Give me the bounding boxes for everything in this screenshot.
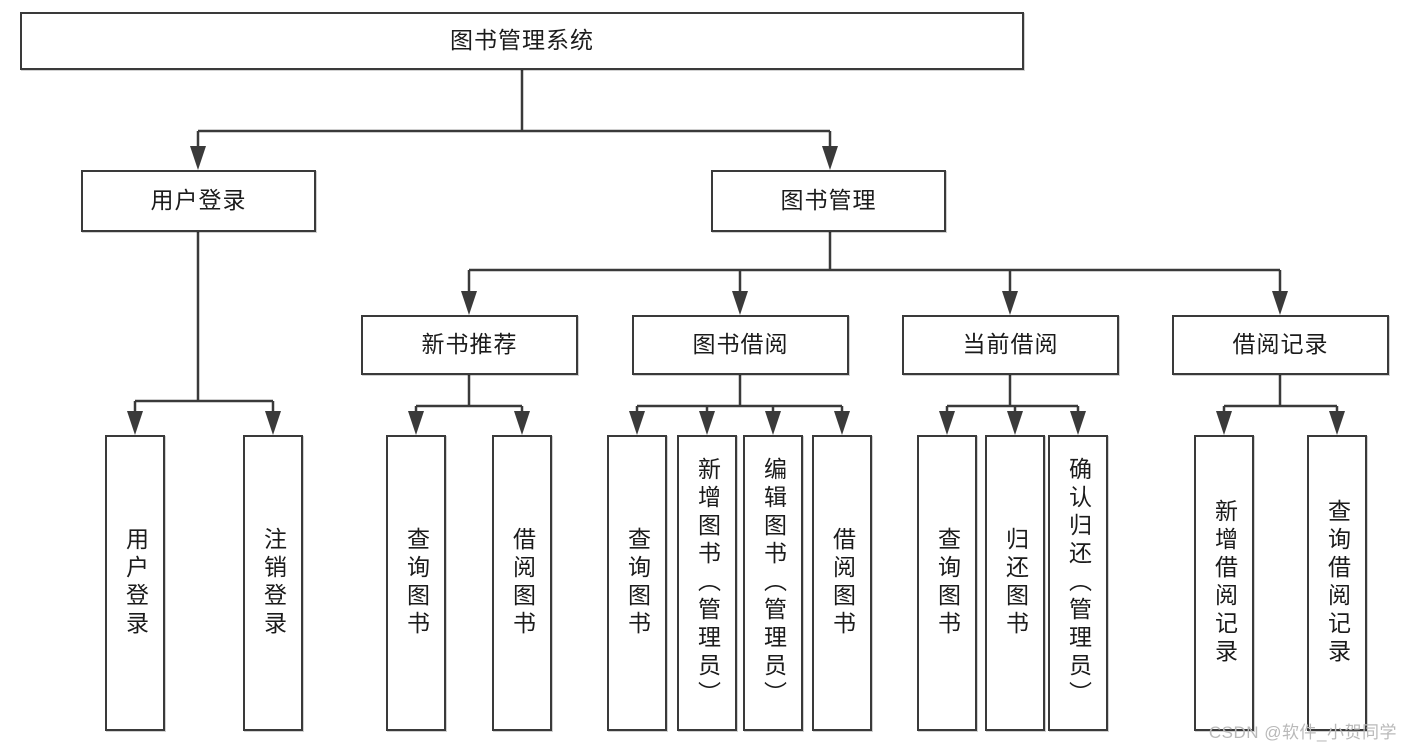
arrow-bb-leaf-2 (699, 411, 715, 435)
node-user-login-label: 用户登录 (150, 187, 247, 214)
leaf-br-query-record[interactable]: 查询借阅记录 (1307, 435, 1367, 731)
watermark: CSDN @软件_小贺同学 (1208, 723, 1397, 742)
arrow-user-login (190, 146, 206, 170)
arrow-book-borrow (732, 291, 748, 315)
leaf-cb-query-book-label: 查询图书 (934, 527, 961, 639)
node-root[interactable]: 图书管理系统 (20, 12, 1024, 70)
arrow-nbr-leaf-1 (408, 411, 424, 435)
node-user-login[interactable]: 用户登录 (81, 170, 316, 232)
leaf-cb-confirm-return-label: 确认归还（管理员） (1065, 457, 1092, 709)
arrow-current-borrow (1002, 291, 1018, 315)
node-book-management-label: 图书管理 (780, 187, 877, 214)
leaf-br-query-record-label: 查询借阅记录 (1324, 499, 1351, 667)
leaf-bb-edit-book[interactable]: 编辑图书（管理员） (743, 435, 803, 731)
arrow-bb-leaf-1 (629, 411, 645, 435)
leaf-br-add-record[interactable]: 新增借阅记录 (1194, 435, 1254, 731)
leaf-cb-confirm-return[interactable]: 确认归还（管理员） (1048, 435, 1108, 731)
arrow-leaf-logout (265, 411, 281, 435)
leaf-bb-add-book-label: 新增图书（管理员） (694, 457, 721, 709)
node-current-borrow-label: 当前借阅 (962, 331, 1059, 358)
node-new-book-recommend[interactable]: 新书推荐 (361, 315, 578, 375)
node-current-borrow[interactable]: 当前借阅 (902, 315, 1119, 375)
leaf-user-login[interactable]: 用户登录 (105, 435, 165, 731)
arrow-book-mgmt (822, 146, 838, 170)
arrow-new-book-recommend (461, 291, 477, 315)
leaf-logout[interactable]: 注销登录 (243, 435, 303, 731)
leaf-bb-edit-book-label: 编辑图书（管理员） (760, 457, 787, 709)
leaf-cb-return-book[interactable]: 归还图书 (985, 435, 1045, 731)
node-borrow-records[interactable]: 借阅记录 (1172, 315, 1389, 375)
leaf-bb-query-book-label: 查询图书 (624, 527, 651, 639)
leaf-nbr-query-book-label: 查询图书 (403, 527, 430, 639)
leaf-bb-borrow-book[interactable]: 借阅图书 (812, 435, 872, 731)
arrow-borrow-records (1272, 291, 1288, 315)
leaf-bb-add-book[interactable]: 新增图书（管理员） (677, 435, 737, 731)
leaf-nbr-borrow-book[interactable]: 借阅图书 (492, 435, 552, 731)
arrow-nbr-leaf-2 (514, 411, 530, 435)
arrow-cb-leaf-3 (1070, 411, 1086, 435)
leaf-br-add-record-label: 新增借阅记录 (1211, 499, 1238, 667)
leaf-logout-label: 注销登录 (260, 527, 287, 639)
leaf-bb-borrow-book-label: 借阅图书 (829, 527, 856, 639)
node-book-borrow-label: 图书借阅 (692, 331, 789, 358)
node-book-management[interactable]: 图书管理 (711, 170, 946, 232)
arrow-br-leaf-2 (1329, 411, 1345, 435)
arrow-cb-leaf-1 (939, 411, 955, 435)
leaf-cb-query-book[interactable]: 查询图书 (917, 435, 977, 731)
node-book-borrow[interactable]: 图书借阅 (632, 315, 849, 375)
arrow-bb-leaf-4 (834, 411, 850, 435)
leaf-cb-return-book-label: 归还图书 (1002, 527, 1029, 639)
leaf-nbr-query-book[interactable]: 查询图书 (386, 435, 446, 731)
node-new-book-recommend-label: 新书推荐 (421, 331, 518, 358)
leaf-user-login-label: 用户登录 (122, 527, 149, 639)
leaf-bb-query-book[interactable]: 查询图书 (607, 435, 667, 731)
arrow-br-leaf-1 (1216, 411, 1232, 435)
node-borrow-records-label: 借阅记录 (1232, 331, 1329, 358)
leaf-nbr-borrow-book-label: 借阅图书 (509, 527, 536, 639)
node-root-label: 图书管理系统 (450, 27, 594, 54)
arrow-cb-leaf-2 (1007, 411, 1023, 435)
arrow-leaf-user-login (127, 411, 143, 435)
arrow-bb-leaf-3 (765, 411, 781, 435)
